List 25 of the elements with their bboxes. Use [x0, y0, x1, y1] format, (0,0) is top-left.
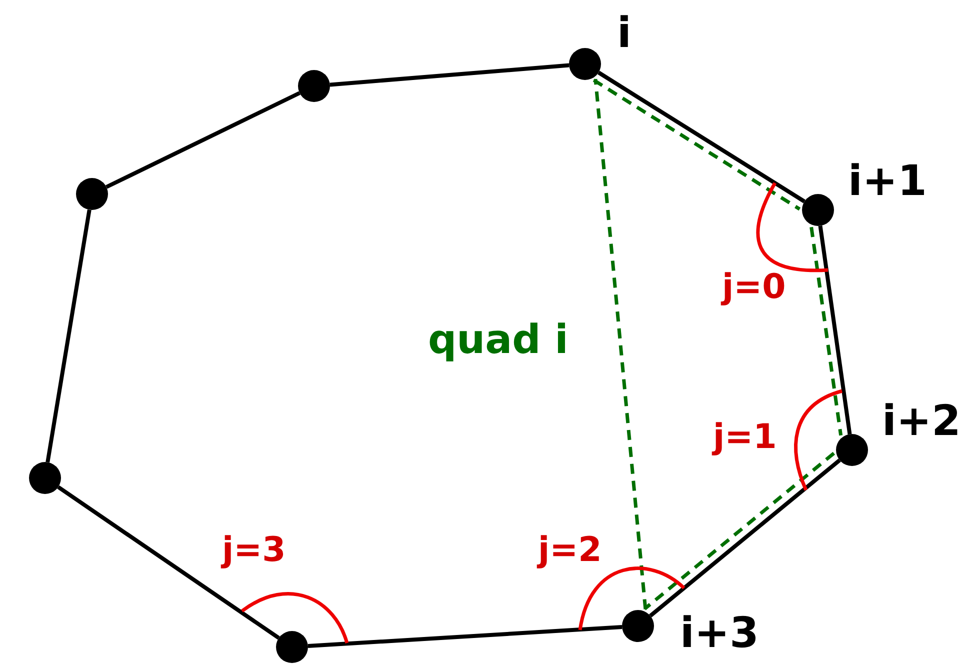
polygon-edge: [57, 485, 280, 640]
vertex-dot: [802, 194, 834, 226]
polygon-edge: [106, 91, 300, 189]
polygon-edge: [330, 63, 570, 87]
angle-label: j=0: [722, 270, 786, 304]
polygon-edge: [818, 226, 852, 434]
vertex-label: i+3: [680, 612, 759, 654]
dashed-line: [594, 78, 648, 610]
vertex-dot: [29, 462, 61, 494]
vertex-dot: [836, 434, 868, 466]
angle-label: j=3: [222, 533, 286, 567]
vertex-dot: [76, 178, 108, 210]
vertex-label: i+2: [882, 400, 961, 442]
region-label: quad i: [428, 320, 568, 360]
vertex-dot: [569, 48, 601, 80]
angle-label: j=2: [538, 533, 602, 567]
vertex-label: i+1: [848, 160, 927, 202]
polygon-edge: [46, 209, 92, 463]
vertex-dot: [298, 70, 330, 102]
angle-label: j=1: [713, 420, 777, 454]
vertex-dot: [276, 631, 308, 663]
vertex-dot: [622, 610, 654, 642]
polygon-edge: [308, 624, 622, 648]
dashed-line: [810, 226, 843, 436]
vertex-label: i: [617, 12, 632, 54]
